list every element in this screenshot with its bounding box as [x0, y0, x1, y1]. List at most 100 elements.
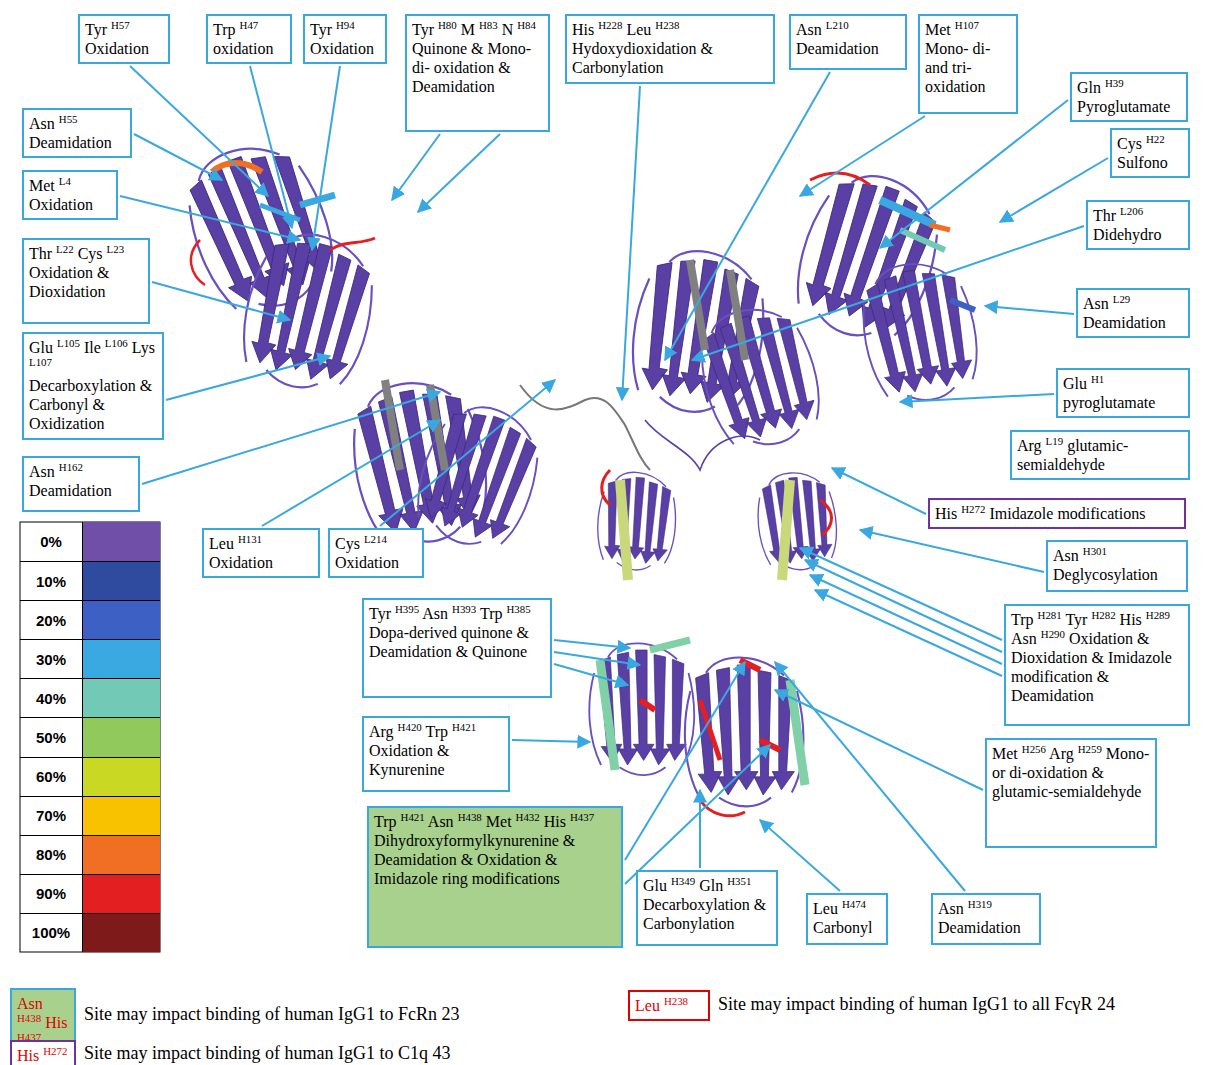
modification-callout: Cys L214 Oxidation: [328, 528, 424, 578]
legend-swatch: [82, 875, 160, 913]
callout-text: Glu H349 Gln H351 Decarboxylation & Carb…: [643, 876, 771, 933]
callout-text: Glu H1 pyroglutamate: [1063, 374, 1183, 412]
callout-text: Thr L206 Didehydro: [1093, 206, 1183, 244]
modification-callout: Asn L210 Deamidation: [789, 14, 907, 70]
key-note: Site may impact binding of human IgG1 to…: [84, 1042, 450, 1064]
callout-text: Tyr H94 Oxidation: [310, 20, 380, 58]
modification-callout: Leu H131 Oxidation: [202, 528, 320, 578]
modification-callout: Thr L22 Cys L23 Oxidation & Dioxidation: [22, 238, 150, 324]
fcrn-site-callout: Trp H421 Asn H438 Met H432 His H437 Dihy…: [367, 806, 623, 948]
callout-text: Leu H474 Carbonyl: [813, 899, 881, 937]
modification-callout: Trp H47 oxidation: [206, 14, 292, 64]
legend-label: 0%: [20, 522, 82, 561]
legend-swatch: [82, 562, 160, 600]
legend-row: 10%: [20, 561, 160, 600]
callout-text: Asn H438 His H437: [17, 994, 69, 1051]
key-swatch-box: His H272: [10, 1040, 76, 1065]
legend-label: 10%: [20, 562, 82, 600]
legend-label: 50%: [20, 718, 82, 756]
modification-callout: Glu H1 pyroglutamate: [1056, 368, 1190, 418]
legend-row: 100%: [20, 913, 160, 952]
modification-callout: Gln H39 Pyroglutamate: [1070, 72, 1188, 122]
legend-row: 20%: [20, 600, 160, 639]
callout-text: Glu L105 Ile L106 Lys L107 Decarboxylati…: [29, 338, 157, 433]
callout-text: Cys H22 Sulfono: [1117, 134, 1183, 172]
callout-text: Trp H47 oxidation: [213, 20, 285, 58]
callout-text: His H272 Imidazole modifications: [935, 504, 1179, 523]
leader-lines: [120, 66, 1108, 891]
modification-callout: Asn H301 Deglycosylation: [1046, 540, 1188, 592]
modification-callout: Met H107 Mono- di- and tri- oxidation: [918, 14, 1018, 114]
modification-callout: His H228 Leu H238 Hydoxydioxidation & Ca…: [565, 14, 775, 84]
modification-callout: Asn L29 Deamidation: [1076, 288, 1190, 338]
legend-swatch: [82, 836, 160, 874]
legend-label: 80%: [20, 836, 82, 874]
legend-swatch: [82, 679, 160, 717]
modification-callout: Thr L206 Didehydro: [1086, 200, 1190, 250]
key-note: Site may impact binding of human IgG1 to…: [84, 1003, 459, 1025]
modification-callout: Met L4 Oxidation: [22, 170, 118, 220]
legend-row: 70%: [20, 796, 160, 835]
legend-label: 90%: [20, 875, 82, 913]
legend-label: 30%: [20, 640, 82, 678]
c1q-site-callout: His H272 Imidazole modifications: [928, 498, 1186, 529]
callout-text: Met H107 Mono- di- and tri- oxidation: [925, 20, 1011, 96]
legend-row: 60%: [20, 757, 160, 796]
legend-frame: [20, 522, 160, 952]
legend-row: 80%: [20, 835, 160, 874]
modification-callout: Asn H55 Deamidation: [22, 108, 132, 158]
modification-callout: Met H256 Arg H259 Mono- or di-oxidation …: [985, 738, 1157, 848]
legend-label: 20%: [20, 601, 82, 639]
legend-row: 90%: [20, 874, 160, 913]
modification-callout: Trp H281 Tyr H282 His H289 Asn H290 Oxid…: [1004, 604, 1190, 726]
modification-callout: Arg H420 Trp H421 Oxidation & Kynurenine: [362, 716, 510, 792]
legend-swatch: [82, 640, 160, 678]
modification-callout: Tyr H80 M H83 N H84 Quinone & Mono- di- …: [405, 14, 550, 132]
key-note: Site may impact binding of human IgG1 to…: [718, 993, 1115, 1015]
modification-callout: Tyr H395 Asn H393 Trp H385 Dopa-derived …: [362, 598, 552, 698]
legend-swatch: [82, 797, 160, 835]
legend-row: 40%: [20, 678, 160, 717]
legend-label: 40%: [20, 679, 82, 717]
modification-callout: Cys H22 Sulfono: [1110, 128, 1190, 178]
callout-text: Asn L29 Deamidation: [1083, 294, 1183, 332]
callout-text: Leu H131 Oxidation: [209, 534, 313, 572]
legend-row: 30%: [20, 639, 160, 678]
callout-text: Tyr H80 M H83 N H84 Quinone & Mono- di- …: [412, 20, 543, 96]
legend-swatch: [82, 758, 160, 796]
callout-text: His H272: [17, 1046, 69, 1065]
modification-callout: Tyr H94 Oxidation: [303, 14, 387, 64]
modification-callout: Asn H162 Deamidation: [22, 456, 140, 512]
callout-text: Tyr H57 Oxidation: [85, 20, 163, 58]
modification-callout: Glu H349 Gln H351 Decarboxylation & Carb…: [636, 870, 778, 946]
callout-text: Asn L210 Deamidation: [796, 20, 900, 58]
legend-swatch: [82, 718, 160, 756]
callout-text: Thr L22 Cys L23 Oxidation & Dioxidation: [29, 244, 143, 301]
legend-row: 0%: [20, 522, 160, 561]
callout-text: Asn H162 Deamidation: [29, 462, 133, 500]
modification-callout: Tyr H57 Oxidation: [78, 14, 170, 64]
modification-callout: Arg L19 glutamic-semialdehyde: [1010, 430, 1190, 480]
key-swatch-box: Asn H438 His H437: [10, 988, 76, 1057]
legend-row: 50%: [20, 717, 160, 756]
callout-text: His H228 Leu H238 Hydoxydioxidation & Ca…: [572, 20, 768, 77]
legend-swatch: [82, 522, 160, 561]
callout-text: Trp H421 Asn H438 Met H432 His H437 Dihy…: [374, 812, 616, 888]
legend-swatch: [82, 914, 160, 952]
legend-label: 60%: [20, 758, 82, 796]
callout-text: Leu H238: [635, 996, 703, 1015]
key-swatch-box: Leu H238: [628, 990, 710, 1021]
callout-text: Arg L19 glutamic-semialdehyde: [1017, 436, 1183, 474]
callout-text: Arg H420 Trp H421 Oxidation & Kynurenine: [369, 722, 503, 779]
legend-swatch: [82, 601, 160, 639]
modification-callout: Asn H319 Deamidation: [931, 893, 1041, 945]
modification-callout: Glu L105 Ile L106 Lys L107 Decarboxylati…: [22, 332, 164, 440]
legend-label: 100%: [20, 914, 82, 952]
callout-text: Asn H55 Deamidation: [29, 114, 125, 152]
callout-text: Met H256 Arg H259 Mono- or di-oxidation …: [992, 744, 1150, 801]
callout-text: Asn H319 Deamidation: [938, 899, 1034, 937]
legend-label: 70%: [20, 797, 82, 835]
callout-text: Tyr H395 Asn H393 Trp H385 Dopa-derived …: [369, 604, 545, 661]
